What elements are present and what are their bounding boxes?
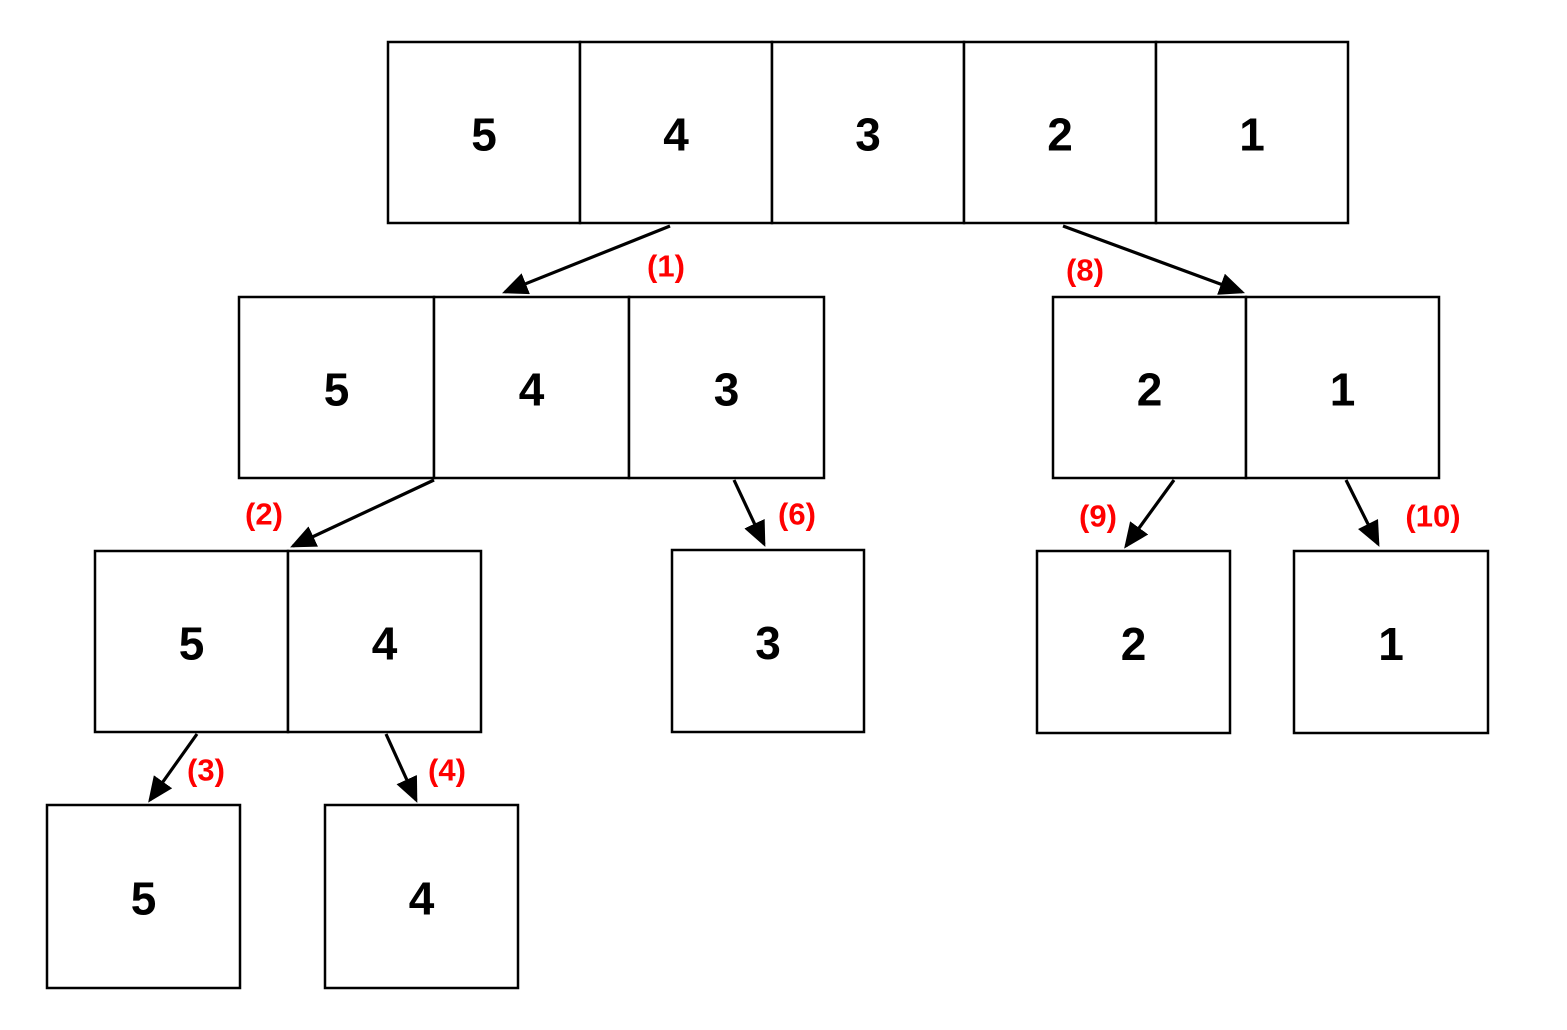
array-cell (1051, 295, 1248, 480)
cell-value: 4 (409, 873, 435, 925)
cell-value: 5 (324, 364, 350, 416)
cell-value: 2 (1137, 364, 1163, 416)
step-label-8: (8) (1066, 253, 1104, 288)
array-cell (45, 803, 242, 990)
array-cell (237, 295, 436, 480)
array-cell (627, 295, 826, 480)
array-cell (1154, 40, 1350, 225)
cell-value: 4 (519, 364, 545, 416)
array-cell (670, 548, 866, 734)
array-cell (962, 40, 1158, 225)
split-arrow-6 (732, 479, 766, 547)
array-cell (1244, 295, 1441, 480)
step-labels-layer: (1) (2) (3) (4) (6) (8) (9) (10) (187, 249, 1461, 788)
cell-value: 3 (714, 364, 740, 416)
array-box-level2-2: 2 (1035, 549, 1232, 735)
split-arrow-3 (148, 733, 199, 803)
cell-value: 1 (1378, 618, 1404, 670)
step-label-2: (2) (245, 497, 283, 532)
step-label-4: (4) (428, 753, 466, 788)
cell-value: 1 (1239, 109, 1265, 161)
cell-value: 5 (131, 873, 157, 925)
array-cell (323, 803, 520, 990)
array-cell (432, 295, 631, 480)
step-label-6: (6) (778, 497, 816, 532)
cell-value: 5 (471, 109, 497, 161)
array-box-level2-3: 3 (670, 548, 866, 734)
array-box-level3-4: 4 (323, 803, 520, 990)
cell-value: 4 (372, 618, 398, 670)
step-label-1: (1) (647, 249, 685, 284)
array-box-level1-left: 5 4 3 (237, 295, 826, 480)
split-arrow-4 (384, 733, 418, 803)
arrows-layer (148, 224, 1380, 803)
array-cell (386, 40, 582, 225)
array-box-root: 5 4 3 2 1 (386, 40, 1350, 225)
split-arrow-1 (502, 224, 671, 295)
array-box-level2-1: 1 (1292, 549, 1490, 735)
cell-value: 2 (1121, 618, 1147, 670)
split-arrow-9 (1124, 479, 1176, 549)
cell-value: 1 (1330, 364, 1356, 416)
cell-value: 2 (1047, 109, 1073, 161)
split-arrow-8 (1062, 224, 1246, 295)
cell-value: 5 (179, 618, 205, 670)
step-label-9: (9) (1079, 499, 1117, 534)
array-cell (286, 549, 483, 734)
step-label-3: (3) (187, 753, 225, 788)
array-cell (1292, 549, 1490, 735)
cell-value: 3 (855, 109, 881, 161)
cell-value: 4 (663, 109, 689, 161)
array-box-level3-5: 5 (45, 803, 242, 990)
split-arrow-2 (290, 478, 435, 548)
cell-value: 3 (755, 617, 781, 669)
step-label-10: (10) (1405, 499, 1460, 534)
split-arrow-10 (1344, 479, 1380, 547)
array-cell (578, 40, 774, 225)
array-cell (1035, 549, 1232, 735)
